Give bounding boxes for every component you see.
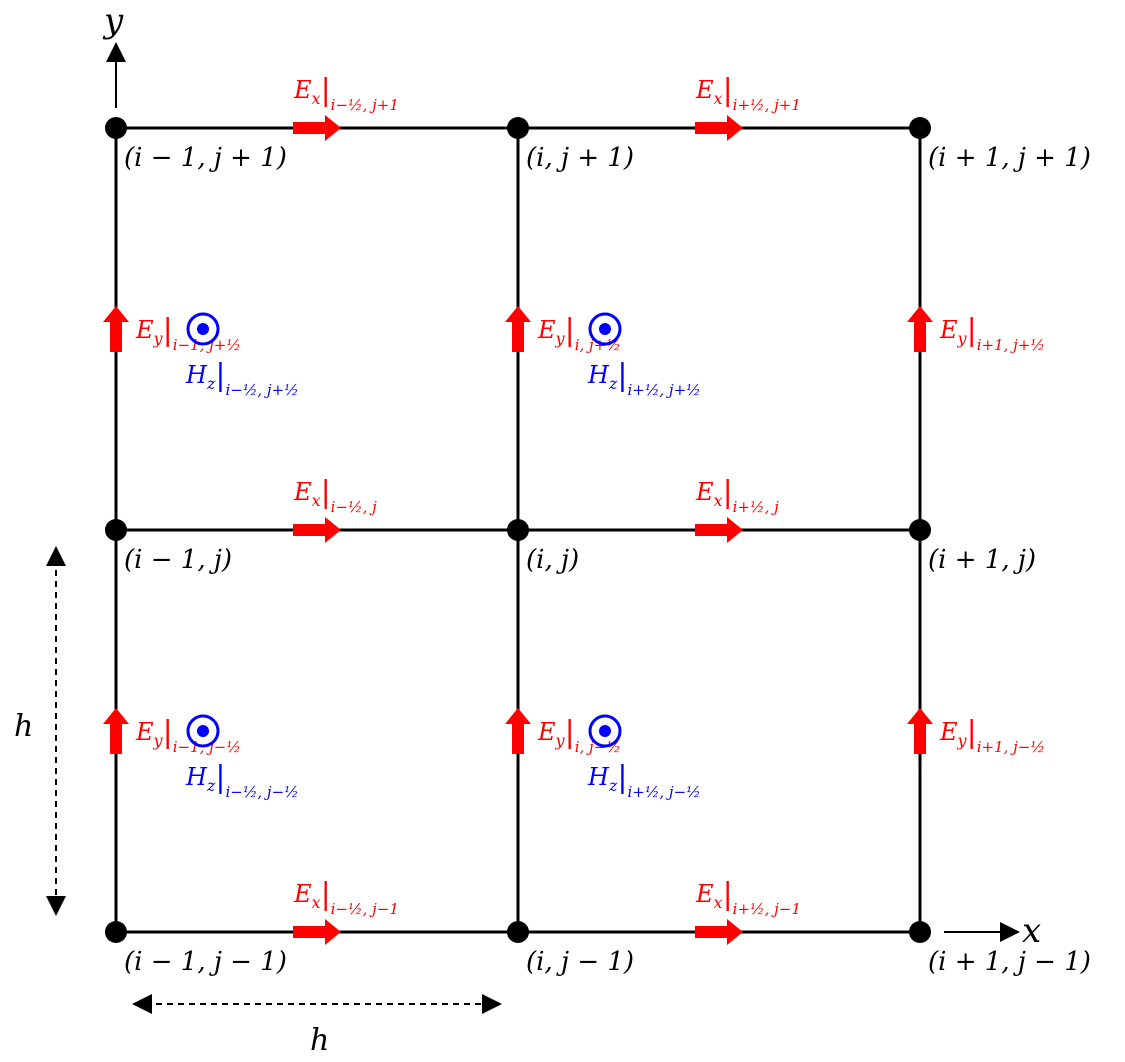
axes: y x (102, 1, 1041, 951)
ey-arrow: Ey|i−1, j+½ (103, 306, 241, 354)
ex-label: Ex|i+½, j−1 (695, 877, 801, 918)
ey-arrow-shape (505, 708, 531, 754)
node-dot (105, 921, 127, 943)
node-dot (105, 117, 127, 139)
ex-label: Ex|i−½, j (293, 475, 377, 516)
node-layer: (i − 1, j + 1) (i, j + 1) (i + 1, j + 1) (i… (105, 117, 1091, 977)
ey-label: Ey|i, j−½ (537, 715, 621, 756)
ex-arrow: Ex|i−½, j (293, 475, 377, 543)
ex-arrow: Ex|i−½, j−1 (293, 877, 399, 945)
node-label: (i − 1, j) (124, 545, 232, 575)
node-label: (i, j + 1) (526, 143, 634, 173)
hz-point: Hz|i−½, j−½ (185, 714, 299, 801)
ex-label: Ex|i+½, j (695, 475, 779, 516)
hz-label: Hz|i−½, j−½ (185, 760, 299, 801)
ex-label: Ex|i−½, j+1 (293, 73, 399, 114)
grid-node: (i + 1, j + 1) (909, 117, 1091, 173)
ex-arrow: Ex|i+½, j+1 (695, 73, 801, 141)
grid-node: (i + 1, j) (909, 519, 1036, 575)
vertical-spacing-label: h (14, 709, 33, 744)
ey-arrow-shape (103, 306, 129, 352)
grid-node: (i, j) (507, 519, 579, 575)
ey-arrow: Ey|i+1, j+½ (907, 306, 1045, 354)
ey-arrow: Ey|i, j+½ (505, 306, 621, 354)
out-of-plane-dot (599, 323, 611, 335)
ex-arrow: Ex|i+½, j (695, 475, 779, 543)
out-of-plane-icon (186, 312, 220, 346)
node-label: (i + 1, j) (928, 545, 1036, 575)
node-dot (507, 921, 529, 943)
out-of-plane-dot (197, 323, 209, 335)
ex-arrow-shape (695, 517, 743, 543)
hz-point: Hz|i+½, j+½ (587, 312, 701, 399)
out-of-plane-icon (186, 714, 220, 748)
ex-arrow: Ex|i−½, j+1 (293, 73, 399, 141)
node-label: (i, j − 1) (526, 947, 634, 977)
out-of-plane-dot (197, 725, 209, 737)
ey-arrow-shape (505, 306, 531, 352)
ey-arrow-shape (907, 306, 933, 352)
ey-arrow-shape (103, 708, 129, 754)
ey-label: Ey|i+1, j+½ (939, 313, 1045, 354)
grid-node: (i, j + 1) (507, 117, 634, 173)
node-label: (i + 1, j + 1) (928, 143, 1091, 173)
node-dot (909, 117, 931, 139)
spacing-dimensions: h h (14, 546, 502, 1058)
hz-point-layer: Hz|i−½, j+½ Hz|i+½, j+½ Hz|i−½, j−½ Hz|i+½,… (185, 312, 701, 801)
horizontal-spacing-label: h (310, 1023, 329, 1058)
grid-node: (i − 1, j − 1) (105, 921, 287, 977)
hz-label: Hz|i+½, j+½ (587, 358, 701, 399)
node-label: (i − 1, j − 1) (124, 947, 287, 977)
ex-arrow-shape (695, 115, 743, 141)
node-label: (i + 1, j − 1) (928, 947, 1091, 977)
grid-node: (i − 1, j) (105, 519, 232, 575)
out-of-plane-dot (599, 725, 611, 737)
hz-label: Hz|i−½, j+½ (185, 358, 299, 399)
ex-arrow: Ex|i+½, j−1 (695, 877, 801, 945)
ex-arrow-shape (293, 517, 341, 543)
hz-point: Hz|i−½, j+½ (185, 312, 299, 399)
node-label: (i, j) (526, 545, 579, 575)
ey-arrow: Ey|i+1, j−½ (907, 708, 1045, 756)
node-dot (909, 519, 931, 541)
ex-label: Ex|i+½, j+1 (695, 73, 801, 114)
node-dot (105, 519, 127, 541)
node-dot (507, 117, 529, 139)
ey-arrow: Ey|i−1, j−½ (103, 708, 241, 756)
grid-node: (i, j − 1) (507, 921, 634, 977)
ex-arrow-shape (695, 919, 743, 945)
x-axis-label: x (1022, 911, 1041, 951)
hz-label: Hz|i+½, j−½ (587, 760, 701, 801)
ey-label: Ey|i, j+½ (537, 313, 621, 354)
ex-arrow-shape (293, 919, 341, 945)
ex-label: Ex|i−½, j−1 (293, 877, 399, 918)
ex-arrow-layer: Ex|i−½, j+1 Ex|i+½, j+1Ex|i−½, j Ex|i+½, j… (293, 73, 801, 945)
node-label: (i − 1, j + 1) (124, 143, 287, 173)
out-of-plane-icon (588, 714, 622, 748)
grid-node: (i + 1, j − 1) (909, 921, 1091, 977)
ey-arrow-shape (907, 708, 933, 754)
grid-node: (i − 1, j + 1) (105, 117, 287, 173)
ey-arrow: Ey|i, j−½ (505, 708, 621, 756)
hz-point: Hz|i+½, j−½ (587, 714, 701, 801)
node-dot (909, 921, 931, 943)
node-dot (507, 519, 529, 541)
ex-arrow-shape (293, 115, 341, 141)
y-axis-label: y (102, 1, 124, 41)
ey-label: Ey|i+1, j−½ (939, 715, 1045, 756)
out-of-plane-icon (588, 312, 622, 346)
